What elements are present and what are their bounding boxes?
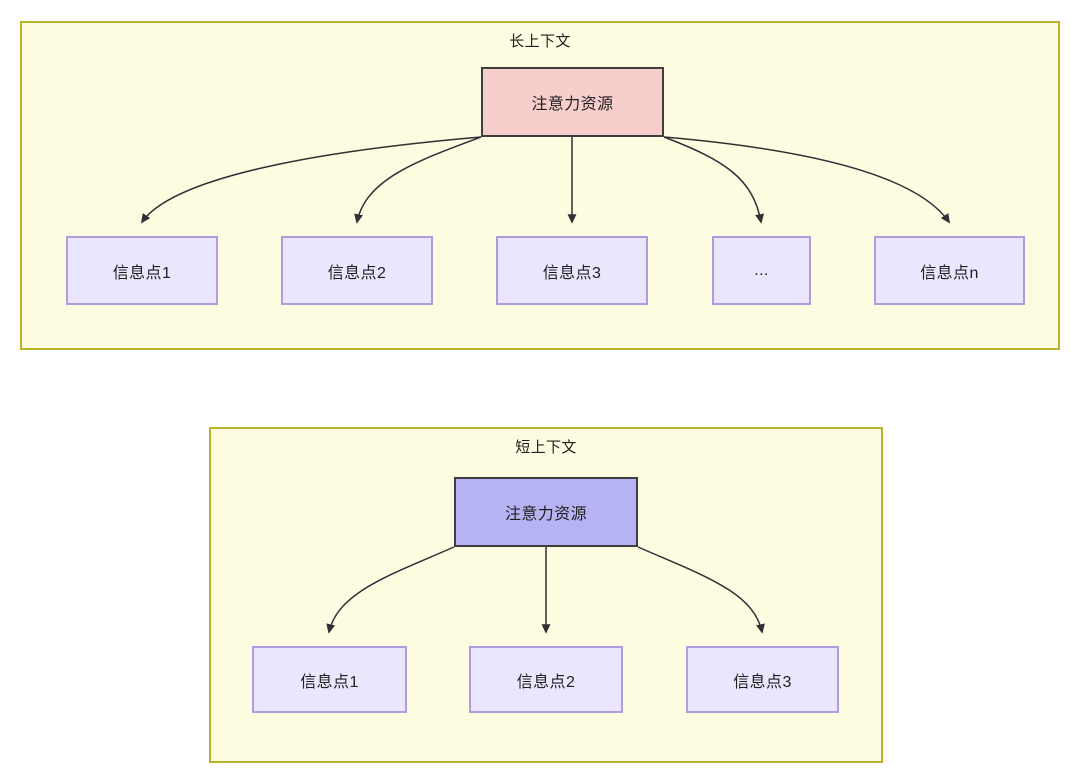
- node-label: 信息点2: [327, 264, 387, 282]
- node-short-attention-resource[interactable]: 注意力资源: [454, 477, 638, 547]
- node-label: 信息点1: [300, 673, 359, 691]
- node-short-info-point-3[interactable]: 信息点3: [686, 646, 839, 713]
- node-long-info-point-3[interactable]: 信息点3: [496, 236, 648, 305]
- node-long-info-point-1[interactable]: 信息点1: [66, 236, 218, 305]
- node-long-info-point-n[interactable]: 信息点n: [874, 236, 1025, 305]
- node-label: 信息点1: [112, 264, 172, 282]
- node-label: 信息点3: [542, 264, 602, 282]
- node-label: 信息点3: [733, 673, 792, 691]
- node-label: 注意力资源: [531, 96, 614, 113]
- node-long-info-point-2[interactable]: 信息点2: [281, 236, 433, 305]
- node-long-info-point-ellipsis[interactable]: ...: [712, 236, 811, 305]
- node-short-info-point-1[interactable]: 信息点1: [252, 646, 407, 713]
- node-long-attention-resource[interactable]: 注意力资源: [481, 67, 664, 137]
- node-label: 信息点n: [920, 264, 979, 282]
- node-label: 注意力资源: [504, 506, 587, 523]
- node-label: ...: [754, 261, 769, 279]
- node-label: 信息点2: [516, 673, 576, 691]
- panel-long-context-title: 长上下文: [509, 33, 571, 50]
- panel-short-context-title: 短上下文: [515, 439, 577, 456]
- node-short-info-point-2[interactable]: 信息点2: [469, 646, 623, 713]
